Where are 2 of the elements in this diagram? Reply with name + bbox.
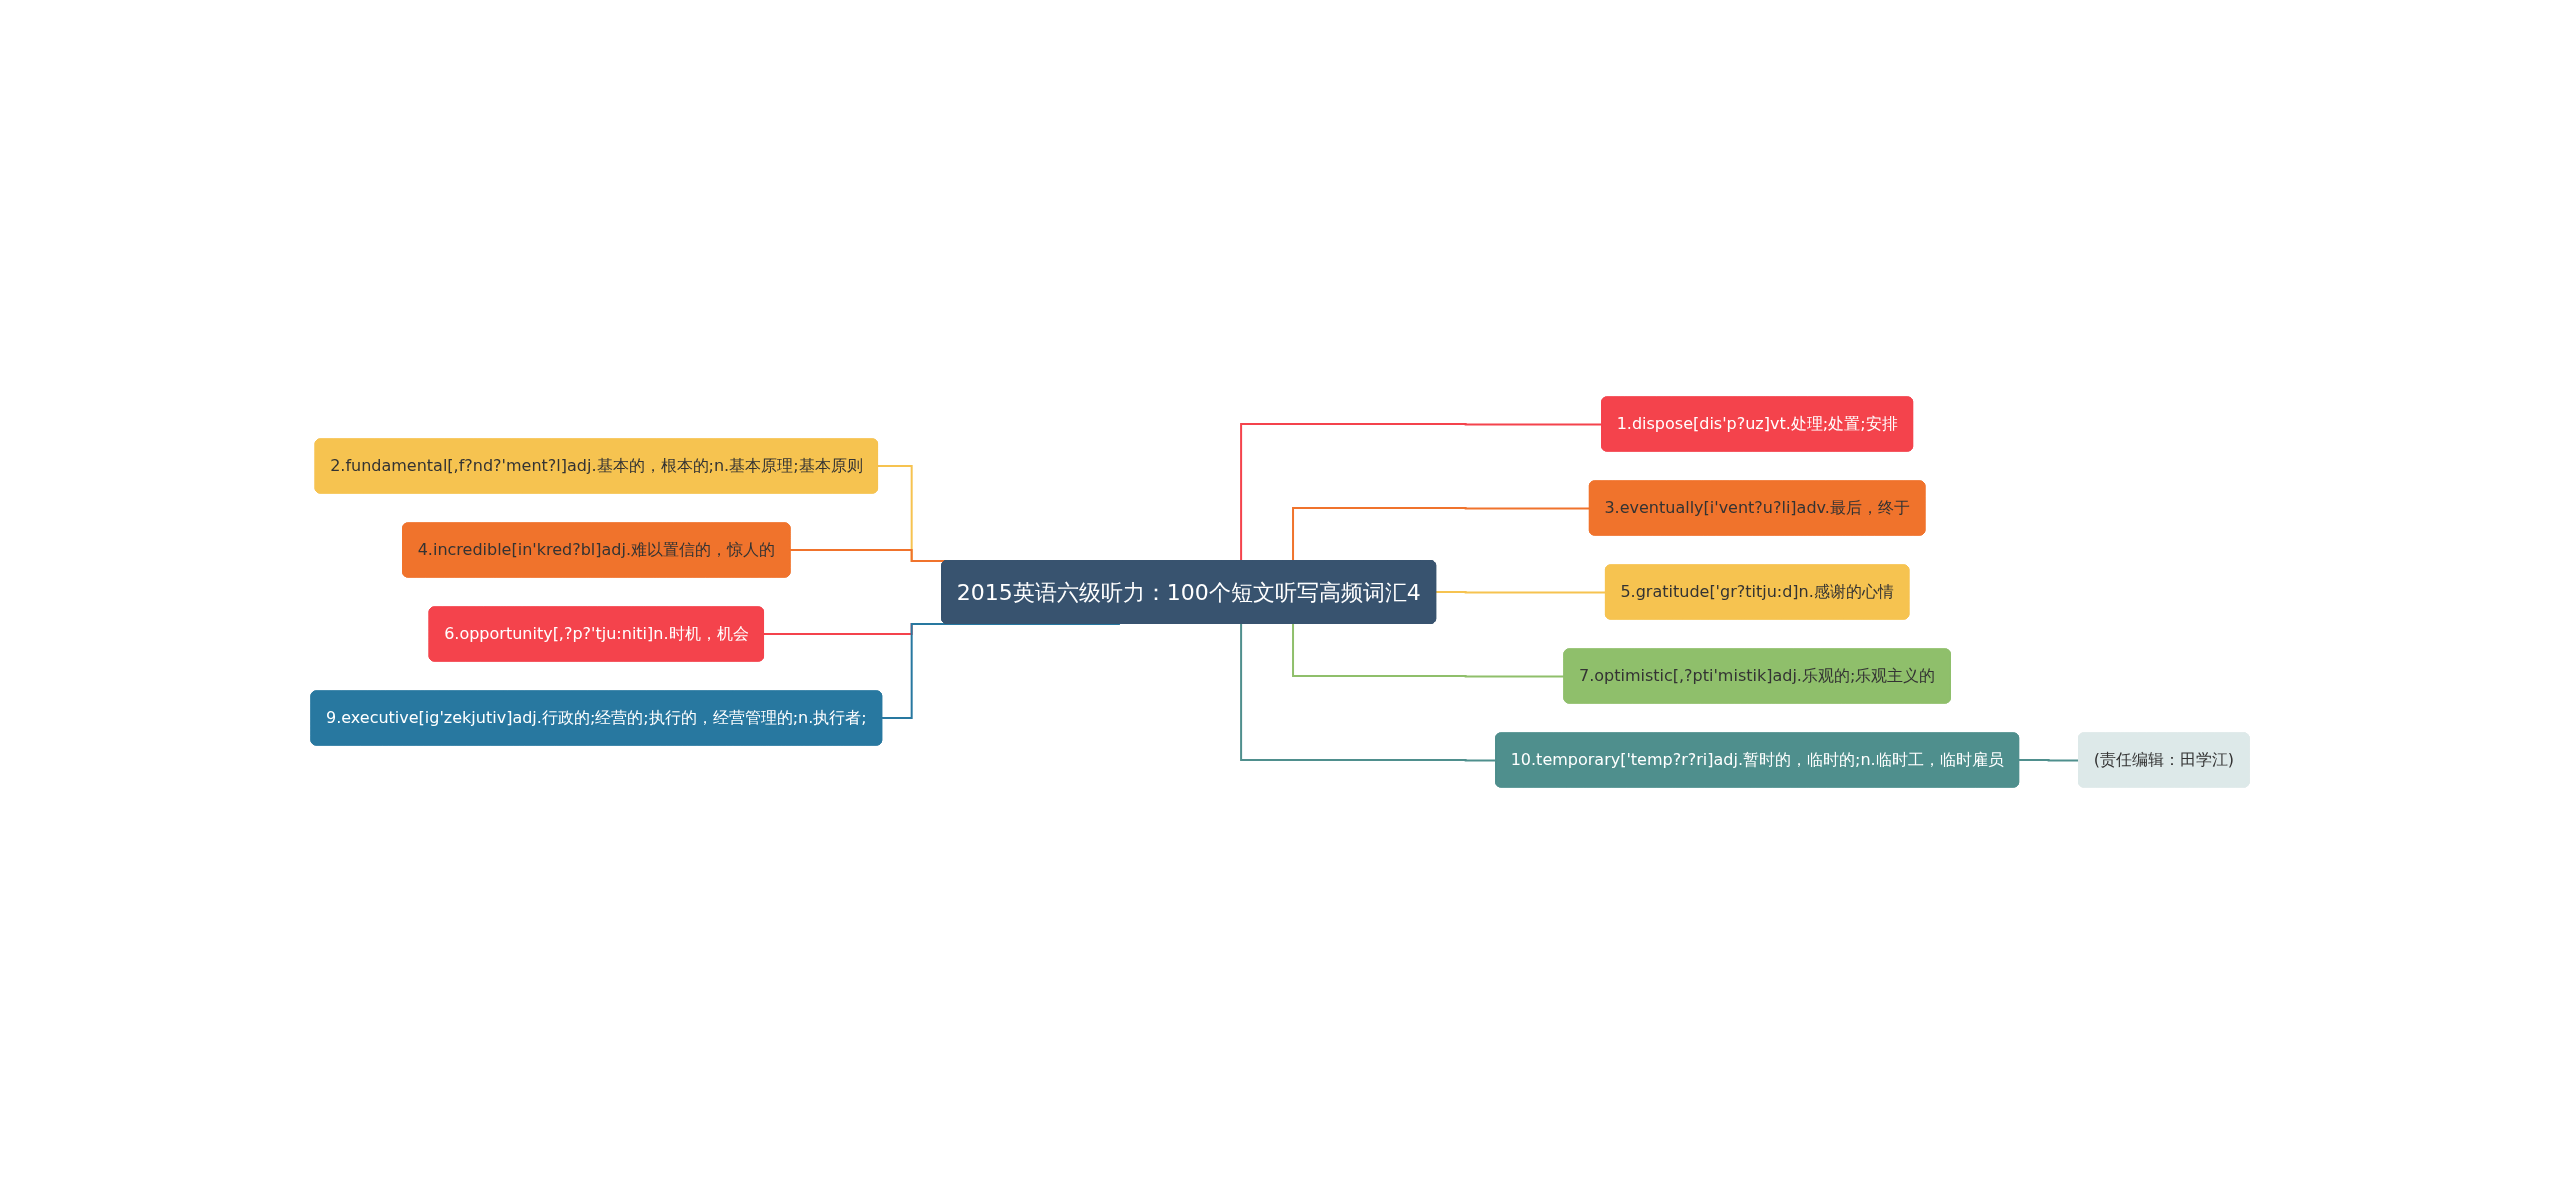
connector bbox=[1435, 590, 1607, 593]
connector bbox=[1291, 506, 1591, 562]
